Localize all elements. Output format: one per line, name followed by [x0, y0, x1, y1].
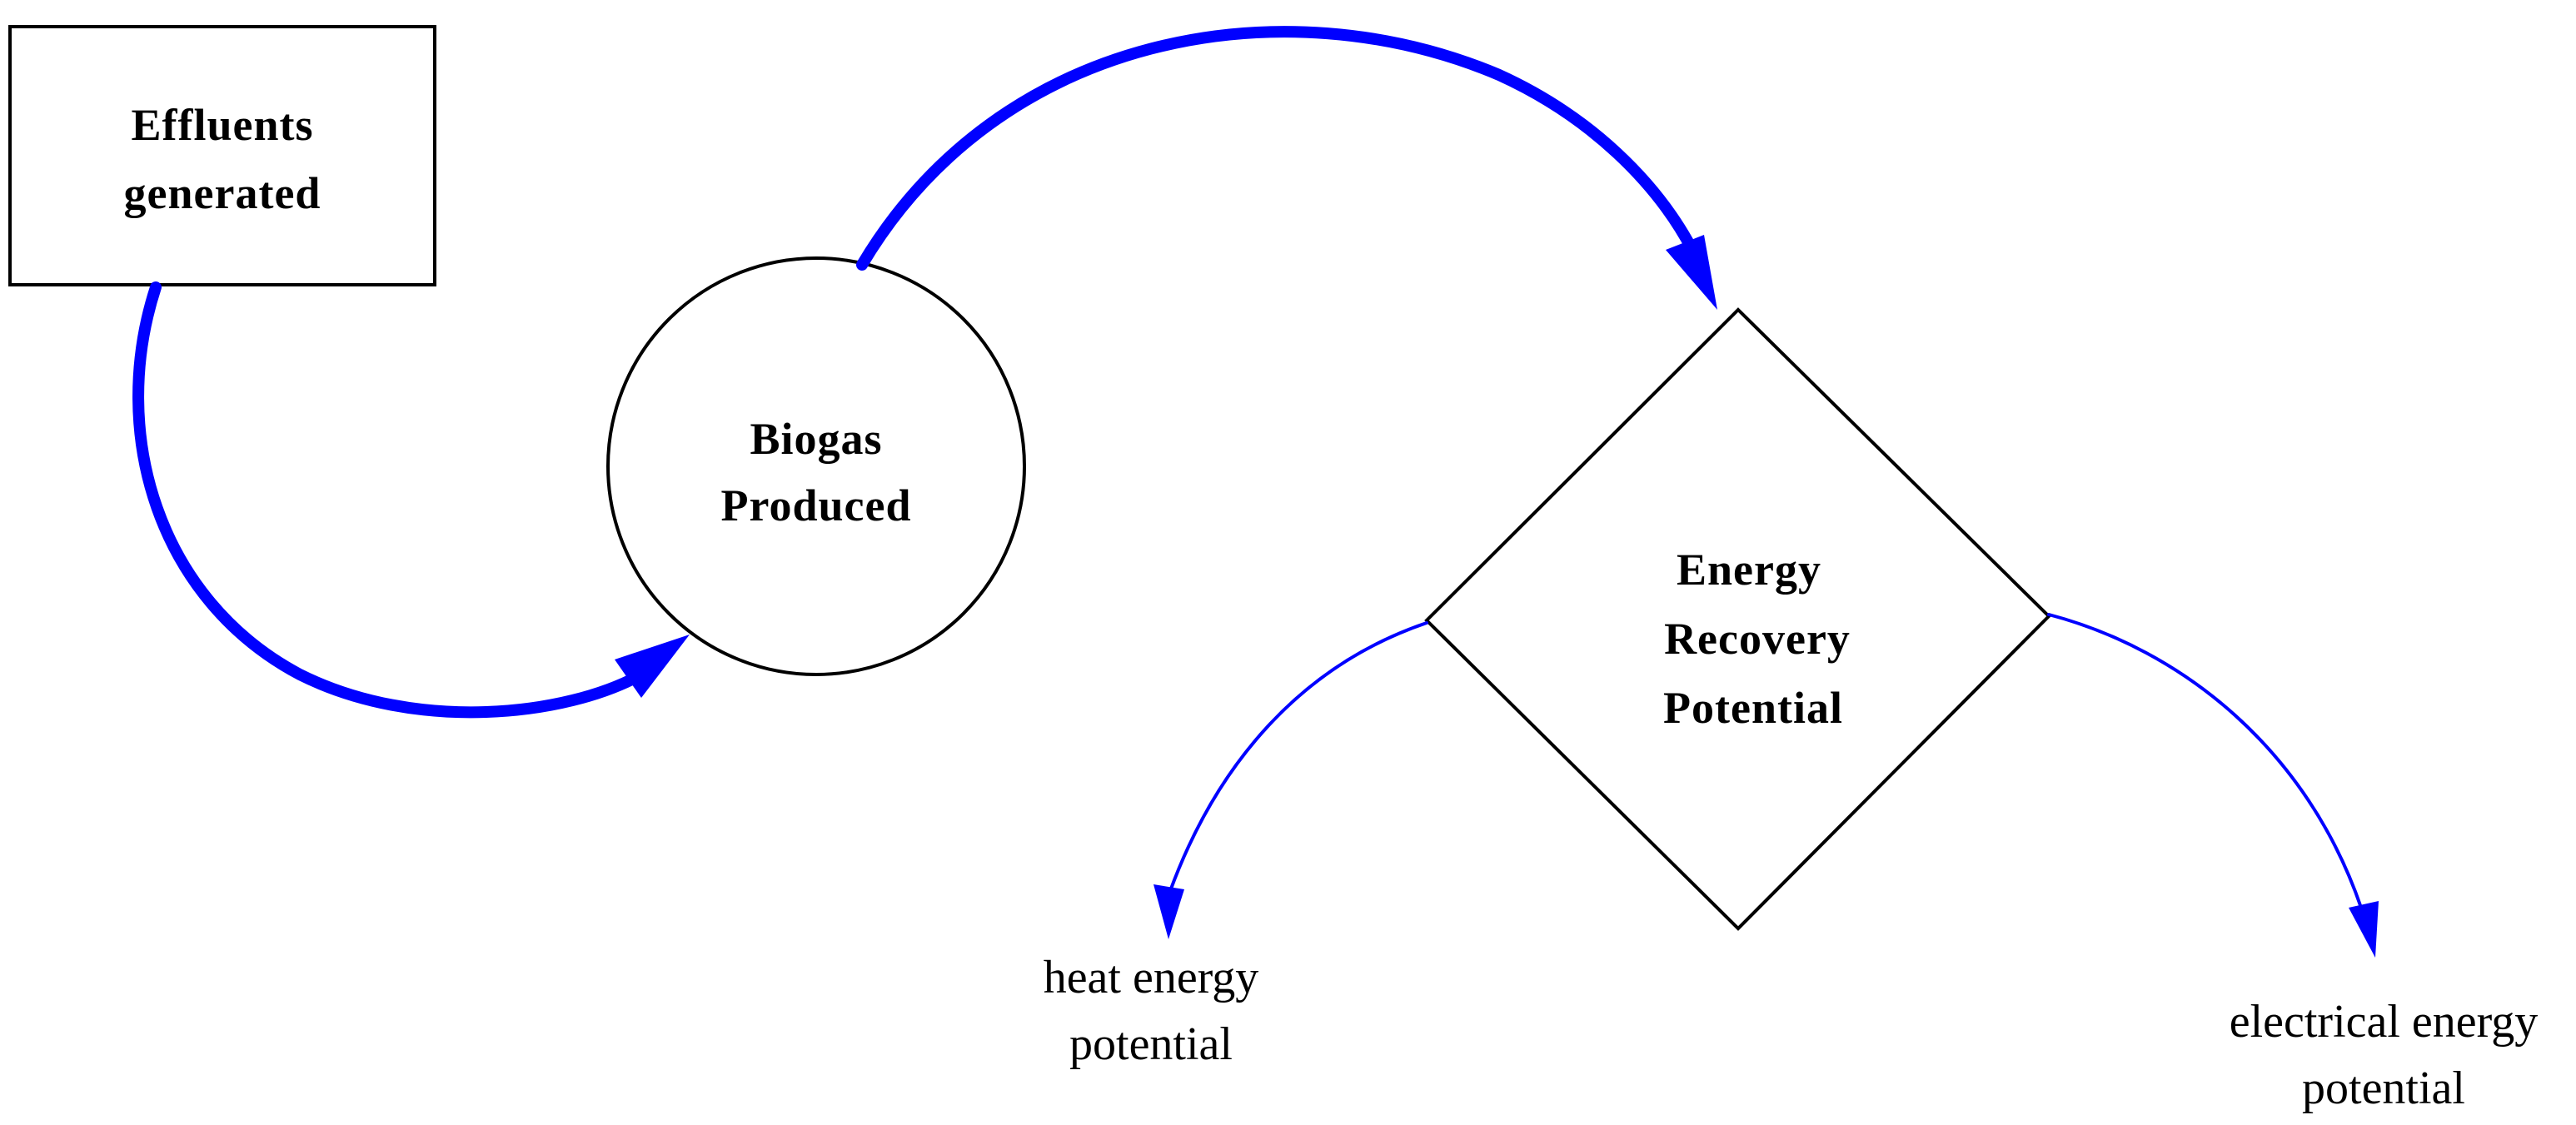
- biogas-circle: [606, 256, 1026, 676]
- arrow-energy-to-electrical: [2047, 613, 2379, 958]
- effluents-box: [8, 25, 436, 286]
- arrow-effluents-to-biogas: [132, 281, 690, 719]
- arrow-energy-to-electrical-head: [2349, 901, 2379, 958]
- node-heat-energy-potential: heat energy potential: [1044, 952, 1259, 1070]
- effluents-label-line2: generated: [124, 168, 321, 218]
- arrow-energy-to-heat-line: [1168, 621, 1428, 893]
- arrow-effluents-to-biogas-line: [132, 281, 647, 719]
- node-electrical-energy-potential: electrical energy potential: [2230, 996, 2539, 1114]
- arrow-energy-to-electrical-line: [2047, 613, 2363, 909]
- arrow-energy-to-heat: [1153, 621, 1428, 939]
- node-effluents-generated: Effluents generated: [8, 25, 436, 286]
- biogas-label-line2: Produced: [720, 480, 911, 530]
- biogas-label-line1: Biogas: [750, 414, 882, 464]
- arrow-biogas-to-energy-line: [856, 26, 1698, 271]
- electrical-label-line1: electrical energy: [2230, 996, 2539, 1048]
- node-biogas-produced: Biogas Produced: [606, 256, 1026, 676]
- heat-label-line2: potential: [1069, 1018, 1233, 1070]
- arrow-energy-to-heat-head: [1153, 884, 1184, 939]
- energy-label-line1: Energy: [1677, 545, 1821, 595]
- energy-diamond: [1424, 307, 2051, 931]
- energy-label-line2: Recovery: [1664, 614, 1851, 664]
- node-energy-recovery-potential: Energy Recovery Potential: [1424, 307, 2051, 931]
- energy-label-line3: Potential: [1663, 683, 1843, 733]
- arrow-biogas-to-energy: [856, 26, 1717, 310]
- arrow-effluents-to-biogas-head: [615, 635, 690, 698]
- effluents-label-line1: Effluents: [131, 100, 313, 150]
- electrical-label-line2: potential: [2302, 1063, 2465, 1114]
- arrow-biogas-to-energy-head: [1666, 235, 1717, 310]
- heat-label-line1: heat energy: [1044, 952, 1259, 1003]
